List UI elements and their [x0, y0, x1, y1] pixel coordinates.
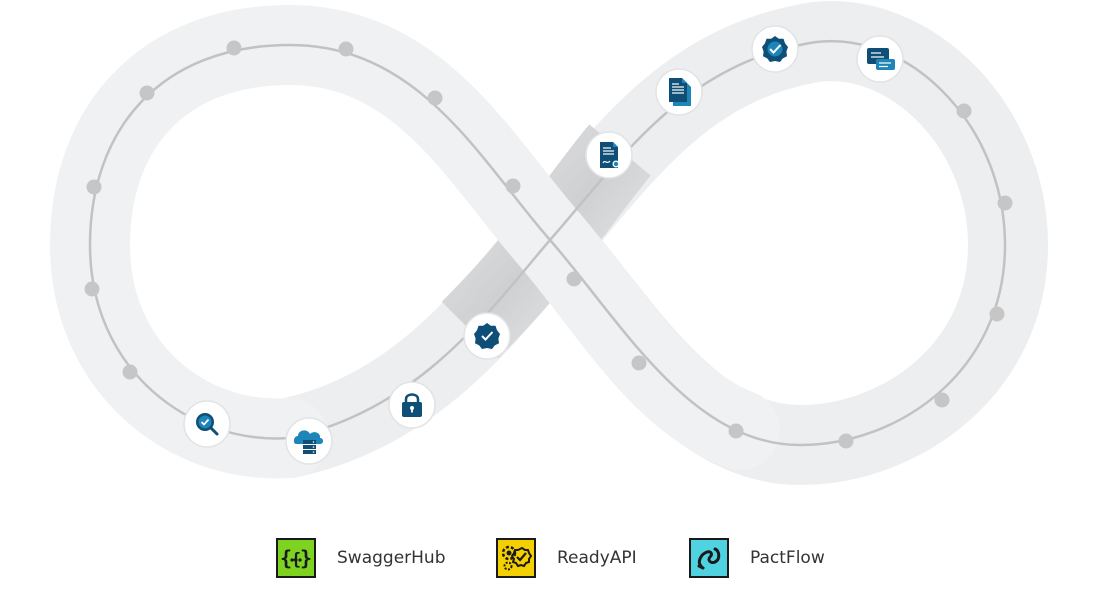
track-node	[338, 41, 354, 57]
station-verified-badge-top[interactable]	[751, 25, 799, 73]
infinity-loop-diagram	[49, 1, 1049, 486]
legend-item-pactflow[interactable]: PactFlow	[689, 536, 825, 580]
svg-text:{: {	[280, 546, 292, 570]
track-node	[86, 179, 102, 195]
track-nodes	[84, 40, 1013, 449]
track-node	[427, 90, 443, 106]
document-signed-icon	[600, 142, 620, 168]
track-node	[838, 433, 854, 449]
cloud-server-icon	[293, 430, 323, 454]
track-node	[997, 195, 1013, 211]
track-node	[631, 355, 647, 371]
track-node	[956, 103, 972, 119]
track-node	[728, 423, 744, 439]
inspect-icon	[196, 413, 219, 436]
track-node	[505, 178, 521, 194]
lock-icon	[402, 393, 422, 417]
document-icon	[669, 78, 691, 106]
track-node	[122, 364, 138, 380]
track-node	[84, 281, 100, 297]
svg-text:}: }	[300, 546, 312, 570]
station-inspect[interactable]	[183, 400, 231, 448]
station-verified-badge[interactable]	[463, 312, 511, 360]
station-lock[interactable]	[388, 381, 436, 429]
legend-label-swaggerhub: SwaggerHub	[337, 548, 446, 568]
legend-label-readyapi: ReadyAPI	[557, 548, 637, 568]
track-node	[226, 40, 242, 56]
track-node	[934, 392, 950, 408]
product-legend: { { } SwaggerHub Read	[0, 536, 1101, 580]
verified-badge-icon	[762, 36, 788, 62]
verified-badge-icon	[474, 323, 500, 349]
station-cloud-server[interactable]	[285, 417, 333, 465]
station-api-terminal[interactable]	[856, 35, 904, 83]
station-document-signed[interactable]	[585, 131, 633, 179]
track-node	[566, 271, 582, 287]
track-node	[139, 85, 155, 101]
legend-label-pactflow: PactFlow	[750, 548, 825, 568]
readyapi-logo-icon	[496, 538, 536, 578]
pactflow-logo-icon	[689, 538, 729, 578]
legend-item-readyapi[interactable]: ReadyAPI	[496, 536, 637, 580]
swaggerhub-logo-icon: { { }	[276, 538, 316, 578]
legend-item-swaggerhub[interactable]: { { } SwaggerHub	[276, 536, 446, 580]
track-line	[88, 39, 1007, 447]
api-terminal-icon	[867, 48, 895, 70]
track-node	[989, 306, 1005, 322]
station-document[interactable]	[655, 68, 703, 116]
